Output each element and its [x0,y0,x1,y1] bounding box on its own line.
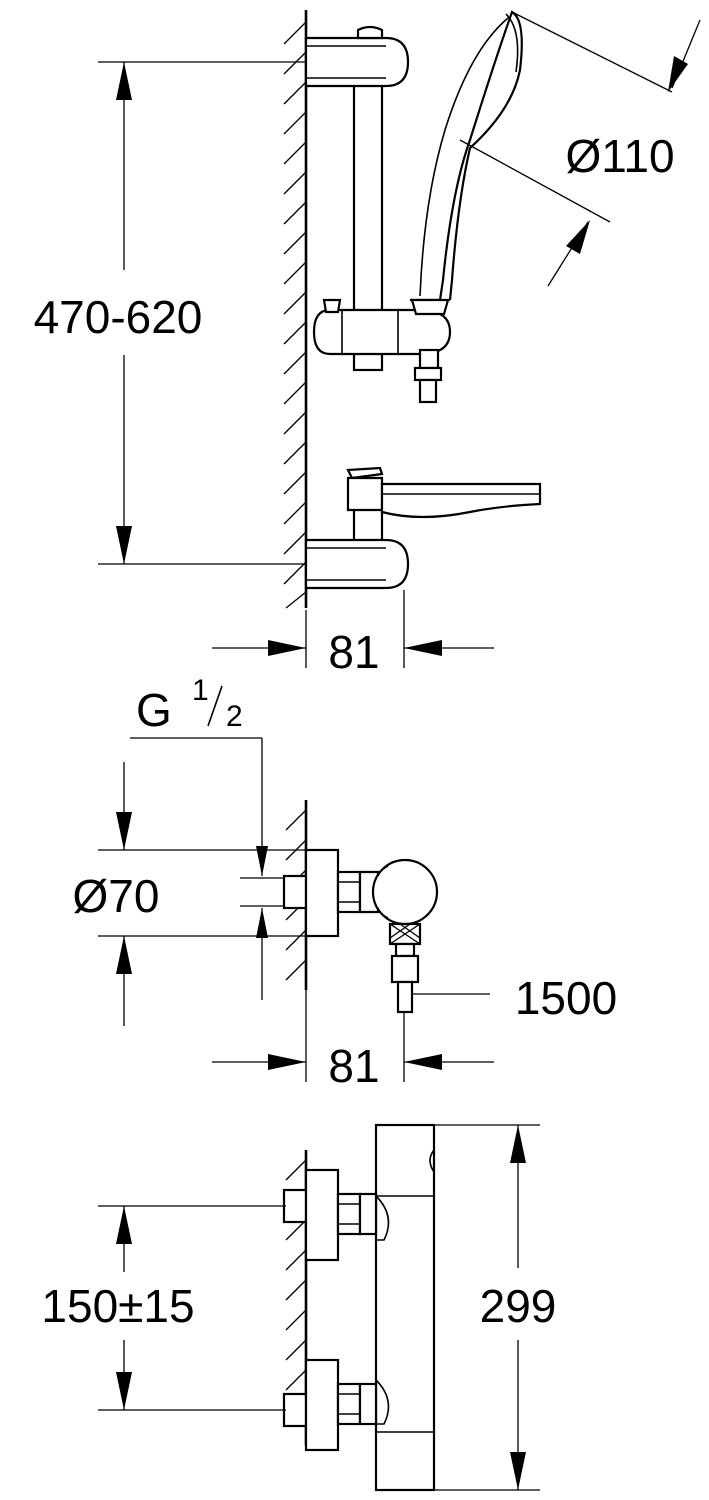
bar-height-label: 470-620 [34,291,203,343]
mixer-height-label: 299 [480,1280,557,1332]
mixer-outlet-hose [388,922,422,1014]
thread-size-label: G [136,684,172,736]
handshower-diameter-dimension [459,11,701,287]
mixer-inlet-fitting [282,848,380,938]
slider-holder [312,298,452,404]
connection-centres-dimension [98,1205,286,1411]
escutcheon-diameter-dimension [98,762,306,1026]
handshower-diameter-label: Ø110 [565,130,674,182]
mixer-body [371,858,439,926]
thread-numerator: 1 [192,674,209,707]
mixer-side-view: G 1 2 [73,674,618,1092]
connection-centres-label: 150±15 [41,1280,194,1332]
soap-dish [346,466,542,519]
mixer-front-body [374,1123,436,1492]
mixer-front-view: 150±15 299 [41,1123,557,1492]
wall-hatch-top [283,10,308,609]
bar-height-dimension [98,61,306,565]
bar-projection-dimension [212,590,494,668]
bar-projection-label: 81 [328,626,379,678]
hose-length-label: 1500 [515,972,617,1024]
rail-set-view: 470-620 Ø110 81 [34,10,701,678]
mixer-projection-dimension [212,990,494,1082]
thread-leader [130,737,286,1000]
bottom-wall-bracket [304,538,410,590]
upper-inlet-fitting [282,1168,378,1262]
lower-inlet-fitting [282,1358,378,1452]
escutcheon-diameter-label: Ø70 [73,870,160,922]
mixer-height-dimension [434,1124,540,1491]
mixer-projection-label: 81 [328,1040,379,1092]
thread-fraction-slash [207,685,223,727]
thread-denominator: 2 [226,700,243,733]
hand-shower [410,10,523,316]
top-wall-bracket [304,25,410,88]
